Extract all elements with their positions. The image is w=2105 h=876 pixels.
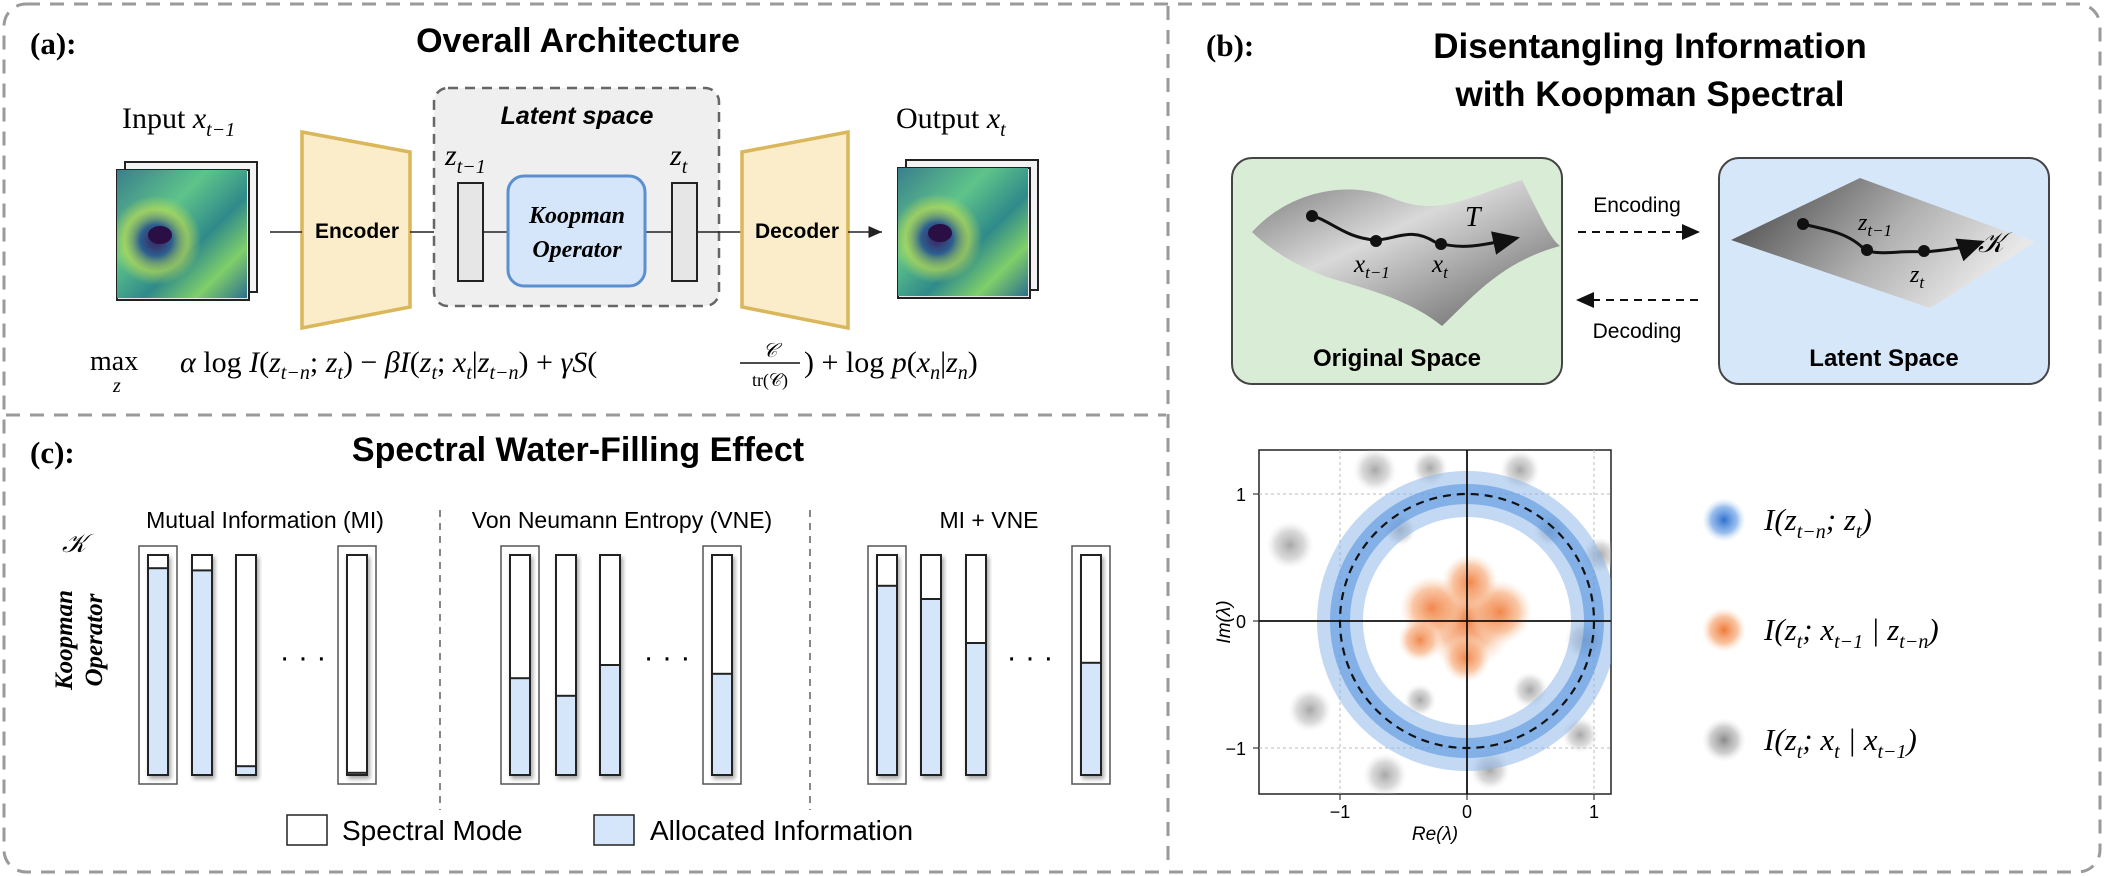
legend-blue-swatch [1702, 498, 1746, 542]
bar-bracket [138, 545, 178, 785]
ytick-0: 0 [1236, 612, 1246, 632]
group-title-mi: Mutual Information (MI) [146, 507, 384, 533]
koopman-operator-block [506, 174, 647, 288]
latent-plane [1731, 178, 2035, 308]
legend-alloc-label: Allocated Information [650, 815, 913, 846]
panel-a-title: Overall Architecture [416, 22, 740, 60]
koopman-symbol: 𝒦 [62, 529, 94, 558]
panel-b-title-line2: with Koopman Spectral [1455, 75, 1845, 114]
svg-text:) + log p(xn|zn): ) + log p(xn|zn) [804, 346, 978, 384]
bar-bracket [1071, 545, 1111, 785]
original-manifold [1252, 180, 1560, 326]
encoding-label: Encoding [1593, 194, 1681, 217]
output-label: Output xt [896, 102, 1006, 141]
group-title-vne: Von Neumann Entropy (VNE) [472, 507, 772, 533]
z-prev-vector [457, 182, 484, 282]
spectral-bars [138, 545, 1111, 785]
group-title-mivne: MI + VNE [939, 507, 1038, 533]
panel-b-title-line1: Disentangling Information [1433, 27, 1867, 66]
panel-c-title: Spectral Water-Filling Effect [352, 431, 804, 469]
legend-orange-label: I(zt; xt−1 | zt−n) [1763, 612, 1939, 653]
bar-group-1 [500, 545, 742, 785]
allocated-information-fill [346, 771, 368, 776]
allocated-information-fill [599, 664, 621, 776]
svg-text:𝒞: 𝒞 [763, 340, 783, 362]
allocated-information-fill [191, 569, 213, 776]
allocated-information-fill [876, 584, 898, 776]
ytick-neg1: −1 [1225, 739, 1246, 759]
svg-text:z: z [112, 375, 121, 397]
panel-c: (c): Spectral Water-Filling Effect Koopm… [30, 431, 1111, 846]
svg-text:α log I(zt−n; zt) − βI(zt; xt|: α log I(zt−n; zt) − βI(zt; xt|zt−n) + γS… [180, 346, 597, 384]
xtick-0: 0 [1462, 802, 1472, 822]
allocated-information-fill [920, 598, 942, 776]
legend-mode-swatch [286, 814, 328, 846]
decoding-label: Decoding [1593, 320, 1682, 343]
bar-group-0 [138, 545, 377, 785]
allocated-information-fill [147, 567, 169, 776]
allocated-information-fill [235, 765, 257, 777]
panel-a-label: (a): [30, 26, 76, 61]
allocated-information-fill [711, 672, 733, 776]
output-image [897, 159, 1039, 299]
orig-T-label: T [1465, 202, 1483, 233]
koopman-operator-side-label: Koopman Operator [51, 590, 108, 691]
legend-gray-label: I(zt; xt | xt−1) [1763, 722, 1917, 763]
objective-equation: max z α log I(zt−n; zt) − βI(zt; xt|zt−n… [90, 340, 978, 397]
plot-ylabel: Im(λ) [1214, 600, 1235, 643]
bar-bracket [337, 545, 377, 785]
svg-text:Operator: Operator [81, 593, 108, 686]
xtick-1: 1 [1589, 802, 1599, 822]
ytick-1: 1 [1236, 485, 1246, 505]
spectral-mode-bar [235, 554, 257, 776]
original-space-label: Original Space [1313, 345, 1481, 372]
svg-text:tr(𝒞): tr(𝒞) [752, 370, 788, 391]
encoder-label: Encoder [315, 220, 399, 243]
latent-space-title: Latent space [501, 102, 654, 130]
z-cur-label: zt [669, 139, 688, 178]
bar-group-2 [867, 545, 1111, 785]
input-image [116, 161, 258, 301]
decoder-block [740, 129, 850, 331]
ellipsis-vne: · · · [644, 641, 691, 674]
legend-gray-swatch [1702, 718, 1746, 762]
panel-a: (a): Overall Architecture Input xt−1 Enc… [30, 22, 1039, 397]
allocated-information-fill [1080, 661, 1102, 776]
xtick-neg1: −1 [1330, 802, 1351, 822]
allocated-information-fill [555, 694, 577, 776]
bar-bracket [500, 545, 540, 785]
plot-legend: I(zt−n; zt) I(zt; xt−1 | zt−n) I(zt; xt … [1702, 498, 1939, 763]
panel-c-label: (c): [30, 435, 75, 470]
svg-text:Koopman: Koopman [51, 590, 78, 691]
bar-bracket [702, 545, 742, 785]
koopman-line2: Operator [532, 237, 622, 263]
ellipsis-mi: · · · [280, 641, 327, 674]
input-label: Input xt−1 [122, 102, 235, 141]
plot-xlabel: Re(λ) [1412, 824, 1458, 845]
svg-text:max: max [90, 346, 138, 377]
latent-space-label-b: Latent Space [1809, 345, 1958, 372]
z-prev-label: zt−1 [444, 139, 486, 178]
bar-bracket [867, 545, 907, 785]
legend-orange-swatch [1702, 608, 1746, 652]
spectral-mode-bar [346, 554, 368, 776]
ellipsis-mivne: · · · [1007, 641, 1054, 674]
legend-blue-label: I(zt−n; zt) [1763, 502, 1872, 543]
legend-mode-label: Spectral Mode [342, 815, 523, 846]
z-cur-vector [671, 182, 698, 282]
koopman-line1: Koopman [528, 203, 625, 229]
decoder-label: Decoder [755, 220, 839, 243]
allocated-information-fill [509, 677, 531, 777]
allocated-information-fill [965, 642, 987, 776]
panel-b: (b): Disentangling Information with Koop… [1206, 27, 2050, 845]
legend-alloc-swatch [593, 814, 635, 846]
eigenvalue-plot [1253, 449, 1612, 800]
encoder-block [300, 129, 412, 331]
panel-b-label: (b): [1206, 28, 1254, 63]
